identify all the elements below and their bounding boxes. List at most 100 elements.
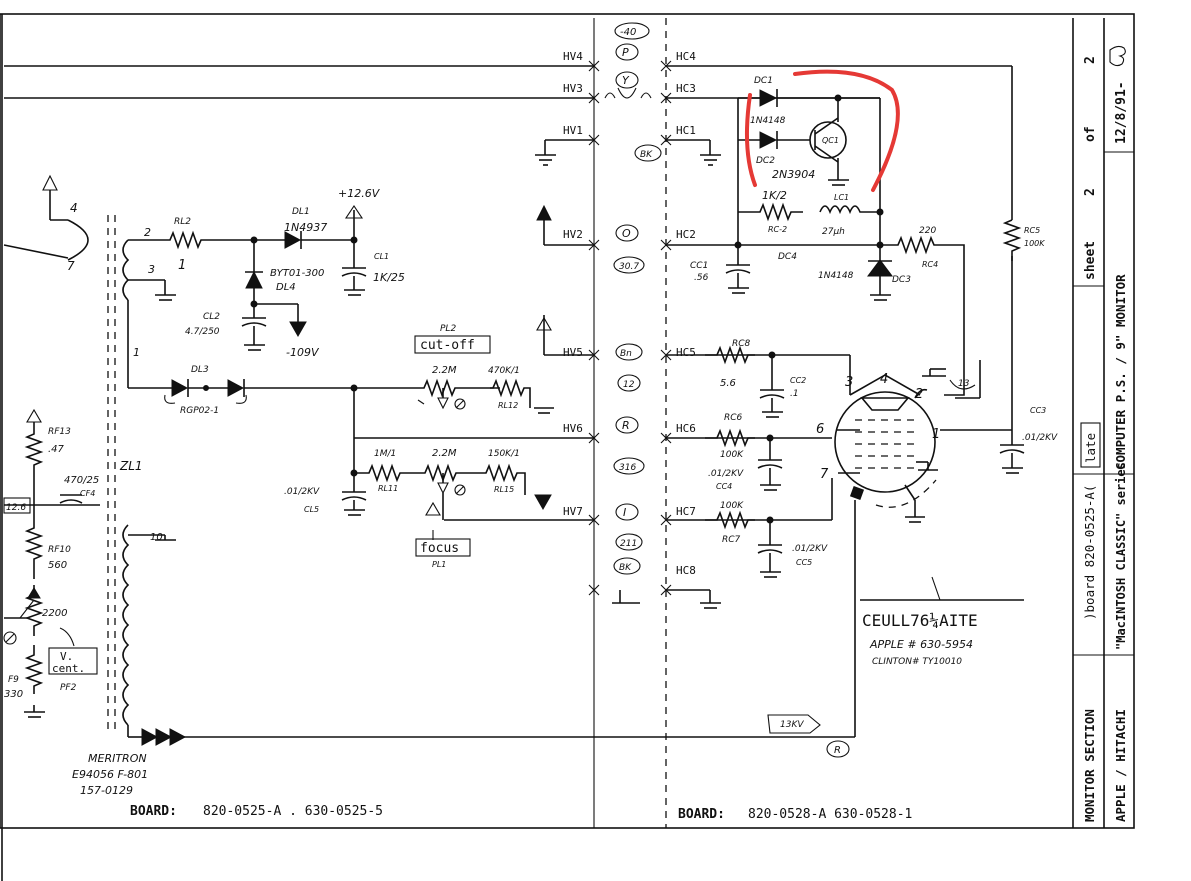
pin6-label: 6: [816, 422, 824, 437]
cc3-value-label: .01/2KV: [1022, 433, 1058, 443]
pin4-label: 4: [880, 372, 888, 387]
crt-part-label: CEULL76¼AITE: [862, 611, 978, 630]
dl4-label: DL4: [276, 282, 296, 293]
cc1-value-label: .56: [694, 273, 709, 283]
red-annotation-mark: [744, 93, 757, 187]
dl3-label: DL3: [191, 365, 209, 375]
cf4-label: CF4: [80, 489, 95, 498]
pin1-label: 1: [932, 427, 940, 442]
meritron-no-label: 157-0129: [80, 784, 133, 797]
system-text: COMPUTER P.S. / 9" MONITOR: [1113, 274, 1128, 470]
conn-hc6: HC6: [676, 422, 696, 435]
rc7-value-label: 100K: [720, 501, 744, 511]
q-part-label: 2N3904: [772, 168, 815, 181]
date-text: 12/8/91-: [1114, 81, 1129, 144]
maker-text: APPLE / HITACHI: [1113, 709, 1128, 822]
cc1-label: CC1: [690, 261, 708, 271]
f9-label: F9: [8, 675, 19, 685]
r220-label: 220: [919, 226, 936, 236]
conn-hv5: HV5: [563, 346, 583, 359]
sheet-total: 2: [1083, 56, 1098, 64]
rc8-value-label: 5.6: [720, 378, 736, 389]
hv-lead: 13KV: [141, 500, 856, 746]
cl5-value-label: .01/2KV: [284, 487, 320, 497]
cc4-label: CC4: [716, 482, 732, 491]
conn-hv4: HV4: [563, 50, 583, 63]
v126-label: 12.6: [6, 503, 26, 513]
lc1-label: LC1: [834, 193, 849, 202]
rl15-label: RL15: [494, 485, 514, 494]
meritron-pn-label: E94056 F-801: [72, 768, 148, 781]
t3-label: 3: [148, 263, 155, 276]
v109-label: -109V: [286, 346, 320, 359]
rl15-value-label: 150K/1: [488, 449, 520, 459]
bk2-label: BK: [619, 563, 632, 573]
signature-mark: [1109, 45, 1126, 67]
kv13-label: 13KV: [780, 720, 804, 730]
meritron-label: MERITRON: [88, 752, 147, 765]
cl1-label: CL1: [374, 252, 389, 261]
r1k2-label: 1K/2: [762, 189, 787, 202]
board-left-label: BOARD:: [130, 804, 177, 819]
conn-hv7: HV7: [563, 505, 583, 518]
rl12-label: RL12: [498, 401, 518, 410]
signal-labels: -40 P Y BK O 30.7 Bn 12 R 316 I 211 BK R: [604, 22, 850, 758]
title-block: sheet 2 of 2 12/8/91- COMPUTER P.S. / 9"…: [1072, 18, 1134, 828]
red-annotation-mark-right: [793, 69, 900, 192]
dc4-label: DC4: [778, 252, 797, 262]
dc3-label: DC3: [892, 275, 911, 285]
pl2-label: PL2: [440, 324, 456, 334]
section-text: MONITOR SECTION: [1082, 709, 1097, 822]
board-left-value: 820-0525-A . 630-0525-5: [203, 804, 383, 819]
conn-hc3: HC3: [676, 82, 696, 95]
r-value-label: 316: [619, 463, 636, 473]
cc3-label: CC3: [1030, 406, 1046, 415]
cl5-label: CL5: [304, 505, 319, 514]
rc4-label: RC4: [922, 260, 938, 269]
drive-network: [705, 345, 1025, 578]
cl1-value-label: 1K/25: [373, 271, 405, 284]
v12-label: +12.6V: [338, 187, 381, 200]
conn-hc4: HC4: [676, 50, 696, 63]
cutoff-label: cut-off: [420, 338, 475, 353]
board-text: )board 820-0525-A(: [1082, 485, 1097, 620]
connector-wires: [4, 65, 880, 609]
bk1-label: BK: [640, 150, 653, 160]
vertical-network: [3, 408, 100, 718]
conn-hc7: HC7: [676, 505, 696, 518]
rc6-label: RC6: [724, 413, 743, 423]
r2200-label: 2200: [42, 608, 67, 619]
bn-value-label: 12: [623, 380, 635, 390]
series-text: "MacINTOSH CLASSIC" series: [1114, 462, 1128, 650]
rc6-value-label: 100K: [720, 450, 744, 460]
rl11-value-label: 1M/1: [374, 449, 396, 459]
focus-label: focus: [420, 541, 459, 556]
rc5-value-label: 100K: [1024, 239, 1045, 248]
cc4-value-label: .01/2KV: [708, 469, 744, 479]
t4-label: 4: [70, 201, 78, 215]
focus-labels: DL3 RGP02-1 PL2 cut-off 2.2M 470K/1 RL12…: [180, 324, 520, 569]
sheet-number: 2: [1083, 188, 1098, 196]
f9-value-label: 330: [4, 689, 23, 700]
connector-marks: [588, 60, 672, 596]
p-value-label: -40: [620, 27, 636, 38]
dc2-label: DC2: [756, 156, 775, 166]
pin13-label: 13: [958, 379, 970, 389]
cl2-value-label: 4.7/250: [185, 327, 220, 337]
d1n4148b-label: 1N4148: [818, 271, 854, 281]
conn-hv1: HV1: [563, 124, 583, 137]
cc2-value-label: .1: [790, 389, 799, 399]
supply-labels: RL2 1 DL1 1N4937 +12.6V CL1 1K/25 BYT01-…: [174, 187, 405, 359]
pf2-label: PF2: [60, 683, 77, 693]
rl11-label: RL11: [378, 484, 398, 493]
pin7-label: 7: [820, 467, 829, 482]
crt-labels: 3 4 2 6 1 7 13 CEULL76¼AITE APPLE # 630-…: [816, 372, 1024, 667]
rgp-label: RGP02-1: [180, 406, 219, 416]
clamp-circuit: [725, 65, 1022, 430]
rf10-value-label: 560: [48, 560, 67, 571]
focus-network: [164, 315, 554, 540]
crt-tube: [834, 360, 981, 523]
byt-label: BYT01-300: [270, 268, 324, 279]
conn-hv2: HV2: [563, 228, 583, 241]
